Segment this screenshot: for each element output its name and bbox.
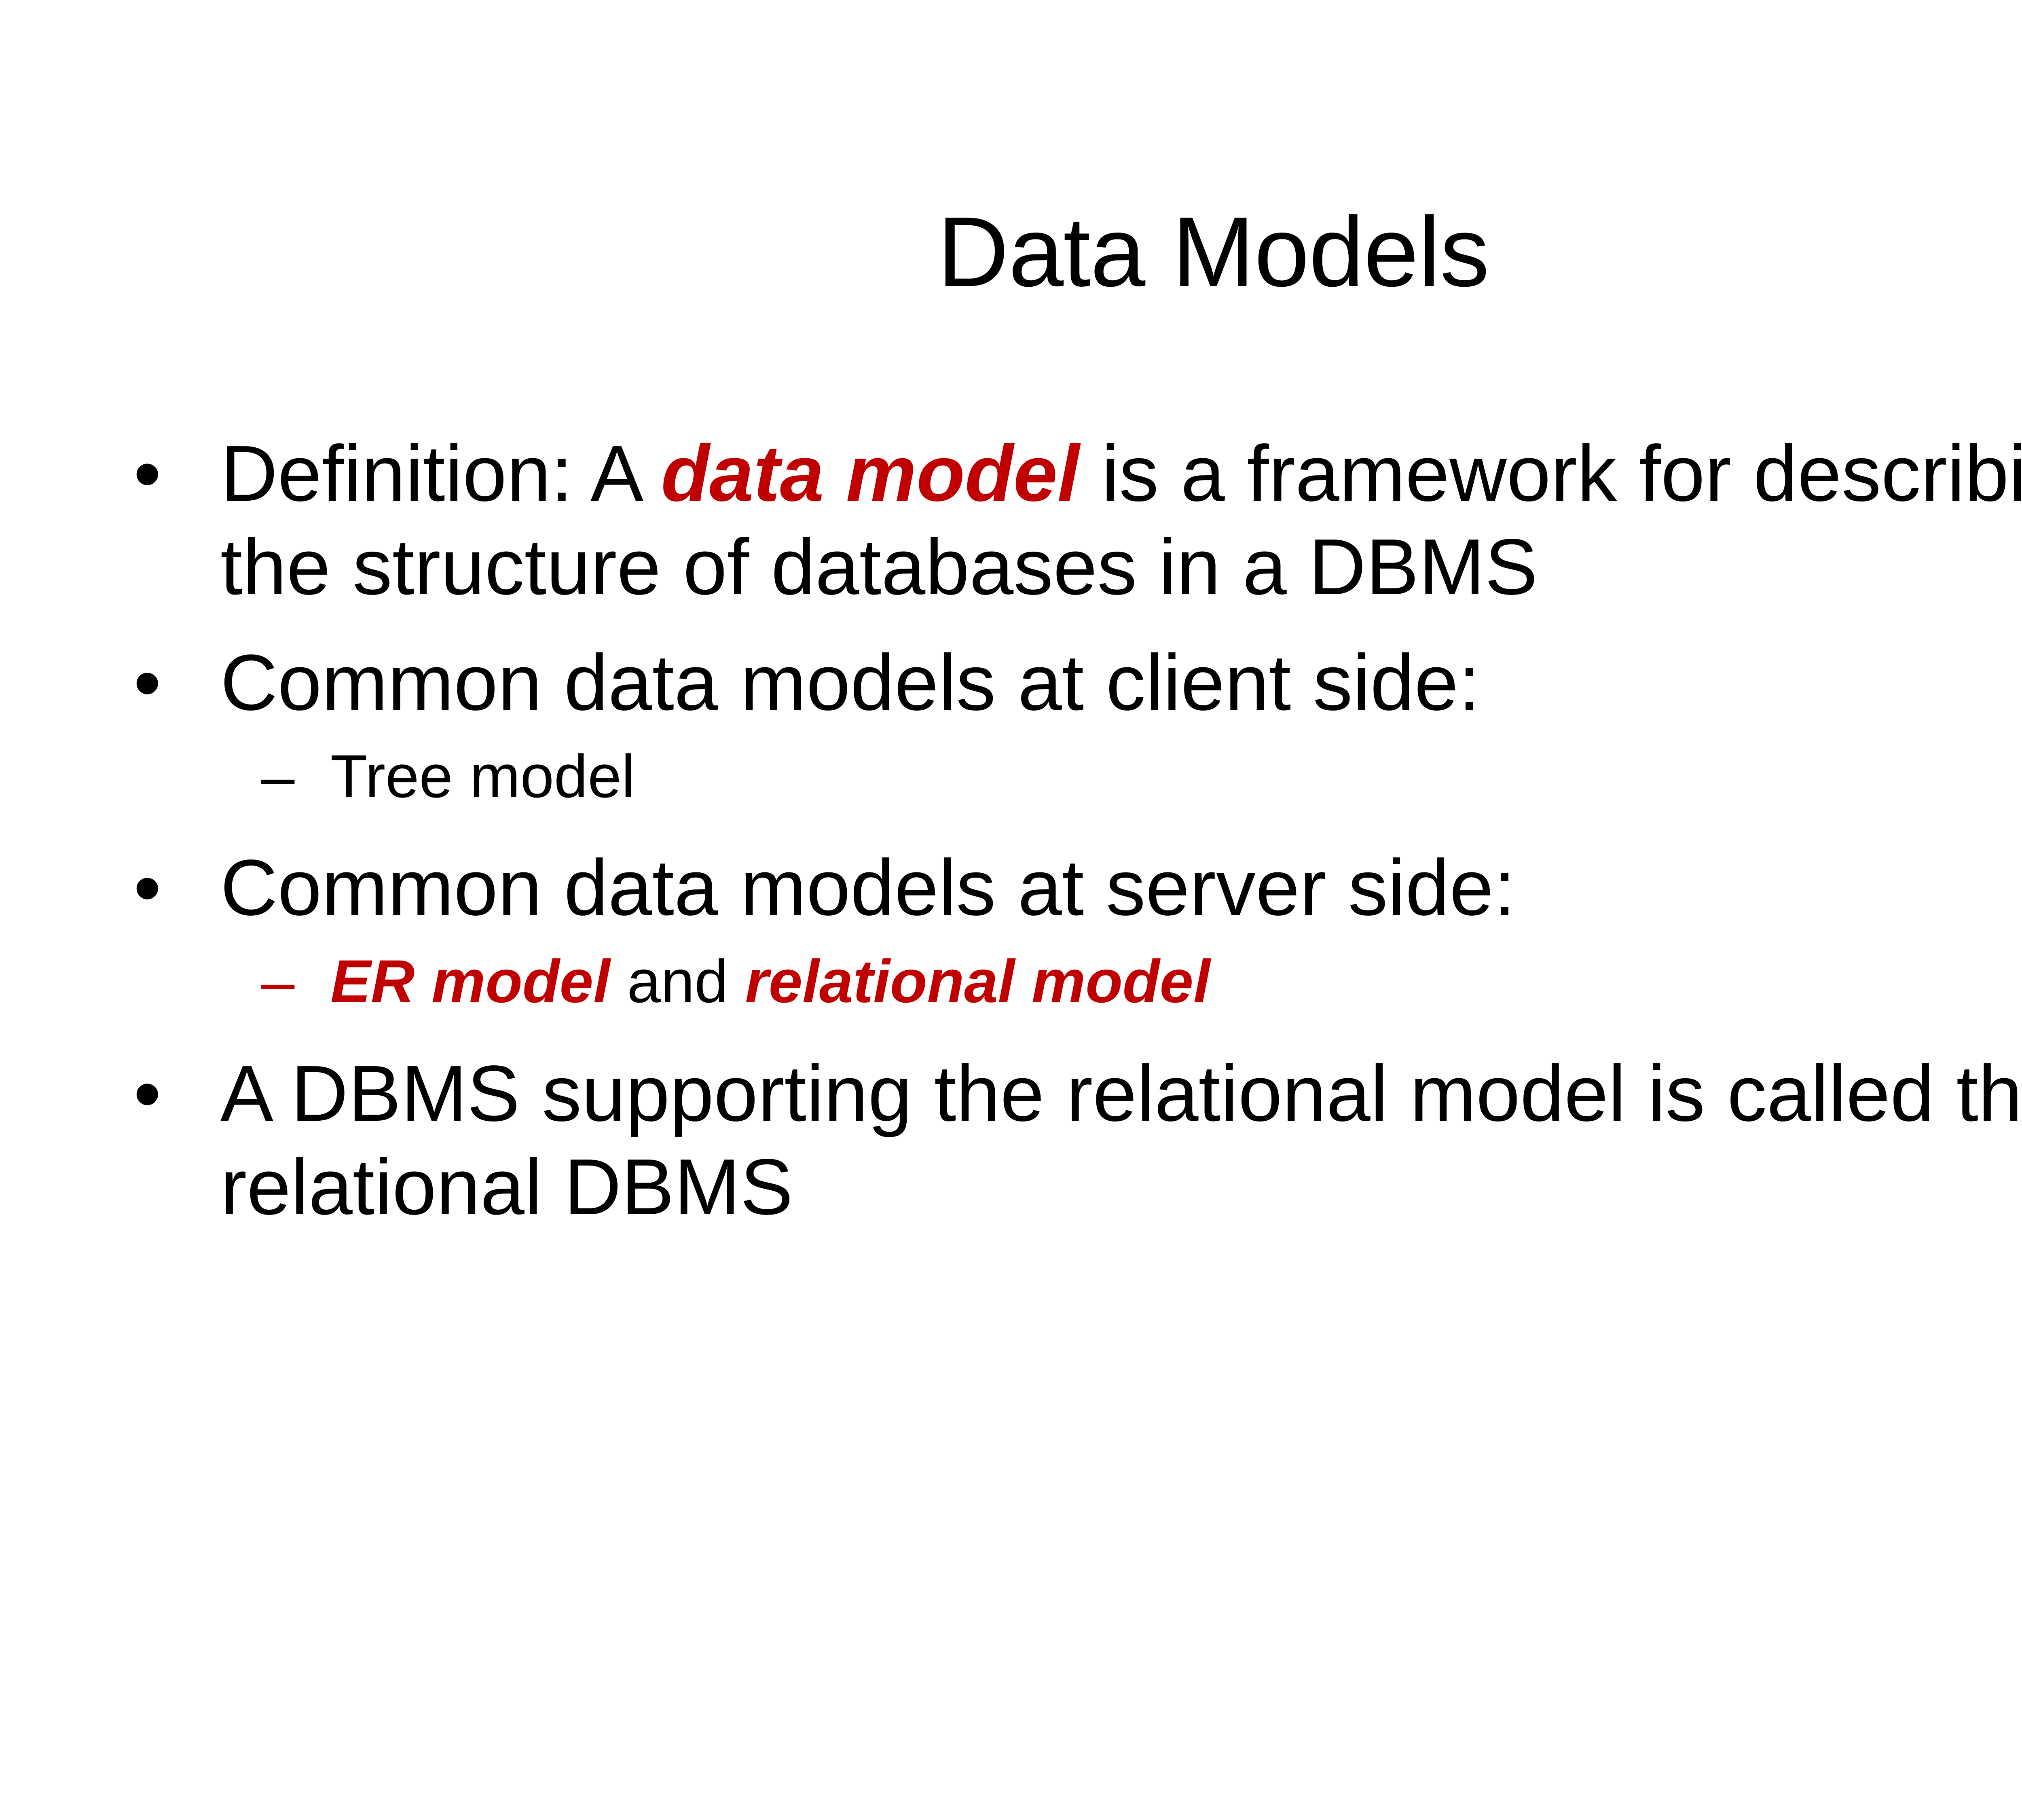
text-segment: Common data models at server side:: [220, 843, 1516, 932]
list-item: • A DBMS supporting the relational model…: [133, 1047, 2022, 1234]
bullet-dot-icon: •: [133, 638, 161, 727]
list-item-text: Common data models at server side:: [220, 841, 2022, 934]
bullet-spacer: [133, 825, 2022, 841]
text-segment: Common data models at client side:: [220, 638, 1481, 727]
bullet-spacer: [133, 617, 2022, 636]
text-segment: and: [610, 947, 745, 1016]
text-segment: Tree model: [330, 742, 635, 810]
text-segment: Definition: A: [220, 429, 661, 518]
list-item-text: Definition: A data model is a framework …: [220, 427, 2022, 614]
emphasis-er-model: ER model: [330, 947, 610, 1016]
list-item-text: A DBMS supporting the relational model i…: [220, 1047, 2022, 1234]
sub-list-item-text: Tree model: [330, 740, 2022, 813]
bullet-spacer: [133, 1030, 2022, 1047]
sub-list-item: – Tree model: [261, 740, 2022, 813]
text-segment: is a framework for describing the struct…: [220, 429, 2022, 612]
text-segment: A DBMS supporting the relational model i…: [220, 1049, 2022, 1232]
bullet-dash-icon: –: [261, 947, 295, 1016]
list-item: • Definition: A data model is a framewor…: [133, 427, 2022, 614]
page-title: Data Models: [937, 196, 1489, 307]
emphasis-relational-model: relational model: [745, 947, 1210, 1016]
list-item: • Common data models at client side:: [133, 636, 2022, 729]
bullet-list: • Definition: A data model is a framewor…: [133, 427, 2022, 1237]
bullet-dot-icon: •: [133, 1049, 161, 1138]
bullet-dash-icon: –: [261, 742, 295, 810]
list-item-text: Common data models at client side:: [220, 636, 2022, 729]
list-item: • Common data models at server side:: [133, 841, 2022, 934]
emphasis-data-model: data model: [661, 429, 1080, 518]
sub-list-item: – ER model and relational model: [261, 945, 2022, 1018]
sub-list-item-text: ER model and relational model: [330, 945, 2022, 1018]
bullet-dot-icon: •: [133, 429, 161, 518]
bullet-dot-icon: •: [133, 843, 161, 932]
